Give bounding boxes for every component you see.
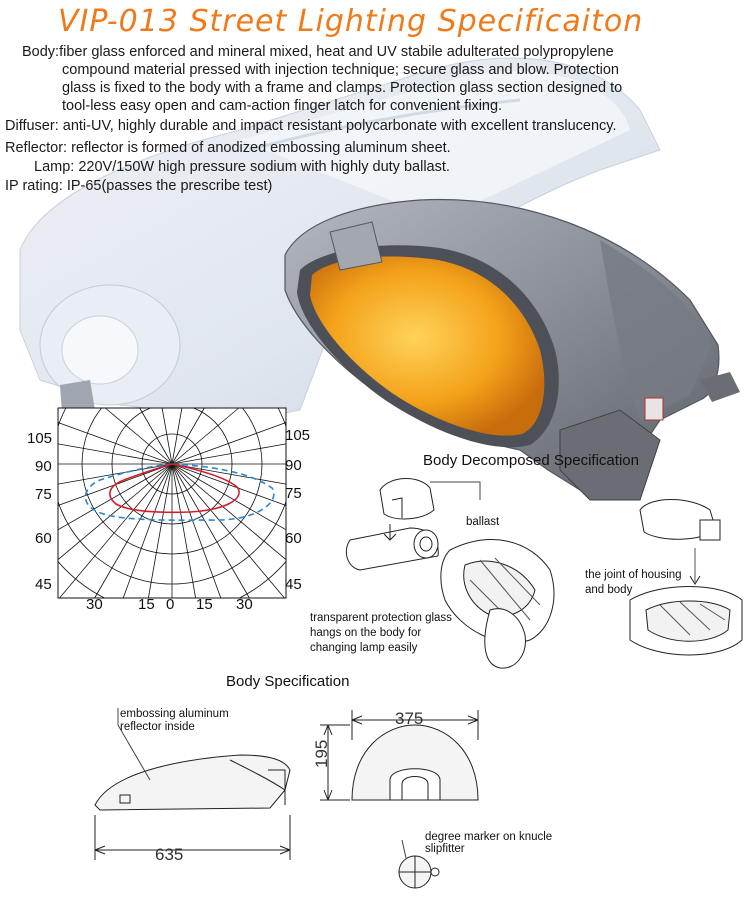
polar-ray — [57, 463, 173, 560]
joint-label-1: the joint of housing — [585, 569, 682, 581]
left-label-90: 90 — [35, 458, 52, 475]
polar-ray — [59, 463, 173, 599]
left-label-60: 60 — [35, 530, 52, 547]
polar-ray — [171, 463, 250, 599]
marker-note-2: slipfitter — [425, 843, 465, 855]
left-label-45: 45 — [35, 576, 52, 593]
dashed-distribution-curve — [84, 463, 275, 521]
page-title: VIP-013 Street Lighting Specificaiton — [58, 4, 644, 39]
polar-ray — [171, 463, 197, 599]
polar-ray — [147, 463, 173, 599]
polar-ring — [58, 408, 286, 585]
ballast-label: ballast — [466, 516, 500, 528]
polar-ray — [94, 463, 173, 599]
solid-distribution-curve — [109, 463, 240, 514]
side-view-housing — [94, 754, 291, 811]
polar-ray — [171, 463, 287, 506]
body-label: Body: — [22, 44, 60, 60]
polar-ray — [171, 463, 285, 599]
right-label-105: 105 — [285, 427, 311, 444]
reflector-spec: Reflector: reflector is formed of anodiz… — [5, 140, 451, 157]
polar-ray — [171, 407, 205, 465]
right-label-90: 90 — [285, 457, 302, 474]
left-label-105: 105 — [27, 430, 53, 447]
glass-label-1: transparent protection glass — [310, 612, 452, 624]
polar-ray — [171, 463, 287, 485]
ip-label: IP rating: — [5, 178, 63, 194]
decomposed-drawing — [345, 478, 743, 669]
body-text-1: fiber glass enforced and mineral mixed, … — [59, 44, 614, 60]
dimension-length: 635 — [155, 845, 184, 864]
polar-ray — [105, 407, 173, 465]
joint-label-2: and body — [585, 584, 633, 596]
bottom-label-15-right: 15 — [196, 596, 213, 613]
glass-label-2: hangs on the body for — [310, 627, 422, 639]
right-label-60: 60 — [285, 530, 302, 547]
polar-ray — [171, 463, 287, 560]
bottom-label-30-right: 30 — [236, 596, 253, 613]
body-text-4: tool-less easy open and cam-action finge… — [62, 98, 503, 114]
polar-ray — [139, 407, 173, 465]
polar-ray — [171, 463, 222, 599]
polar-distribution-chart — [57, 407, 287, 599]
ip-text: IP-65(passes the prescribe test) — [66, 178, 273, 194]
left-label-75: 75 — [35, 486, 52, 503]
polar-ray — [171, 443, 287, 465]
front-view-housing — [351, 724, 479, 801]
bottom-label-15-left: 15 — [138, 596, 155, 613]
right-label-45: 45 — [285, 576, 302, 593]
polar-ray — [171, 407, 239, 465]
polar-ray — [57, 463, 173, 531]
diffuser-text: anti-UV, highly durable and impact resis… — [62, 118, 617, 134]
reflector-note-2: reflector inside — [120, 721, 195, 733]
lamp-text: 220V/150W high pressure sodium with high… — [78, 159, 450, 175]
polar-ray — [171, 463, 287, 531]
lamp-label: Lamp: — [34, 159, 75, 175]
protection-glass-part — [484, 608, 526, 669]
dimension-width: 375 — [395, 709, 424, 728]
bottom-label-30-left: 30 — [86, 596, 103, 613]
reflector-label: Reflector: — [5, 140, 68, 156]
marker-note-1: degree marker on knucle — [425, 831, 553, 843]
polar-ray — [161, 407, 173, 465]
polar-ray — [57, 443, 173, 465]
polar-grid — [57, 407, 287, 599]
polar-ray — [171, 407, 183, 465]
diffuser-spec: Diffuser: anti-UV, highly durable and im… — [5, 118, 616, 135]
polar-ring — [141, 433, 203, 495]
body-text-3: glass is fixed to the body with a frame … — [62, 80, 623, 96]
body-spec-heading: Body Specification — [226, 673, 350, 690]
body-text-2: compound material pressed with injection… — [62, 62, 619, 78]
reflector-note-1: embossing aluminum — [120, 708, 229, 720]
polar-ray — [122, 463, 173, 599]
bottom-label-0: 0 — [166, 596, 175, 613]
glass-label-3: changing lamp easily — [310, 642, 418, 654]
right-label-75: 75 — [285, 485, 302, 502]
polar-ring — [81, 408, 263, 555]
decomposed-heading: Body Decomposed Specification — [423, 452, 639, 469]
diffuser-label: Diffuser: — [5, 118, 59, 134]
polar-ring — [111, 408, 233, 525]
street-lamp-image — [284, 198, 740, 501]
polar-ray — [57, 422, 173, 465]
body-spec-line1: Body:fiber glass enforced and mineral mi… — [22, 44, 614, 61]
dimension-height: 195 — [312, 739, 331, 768]
ip-spec: IP rating: IP-65(passes the prescribe te… — [5, 178, 272, 195]
ballast-part — [379, 478, 435, 520]
body-spec-drawings — [94, 708, 479, 889]
lamp-spec: Lamp: 220V/150W high pressure sodium wit… — [34, 159, 450, 176]
reflector-text: reflector is formed of anodized embossin… — [71, 140, 451, 156]
polar-ray — [171, 422, 287, 465]
